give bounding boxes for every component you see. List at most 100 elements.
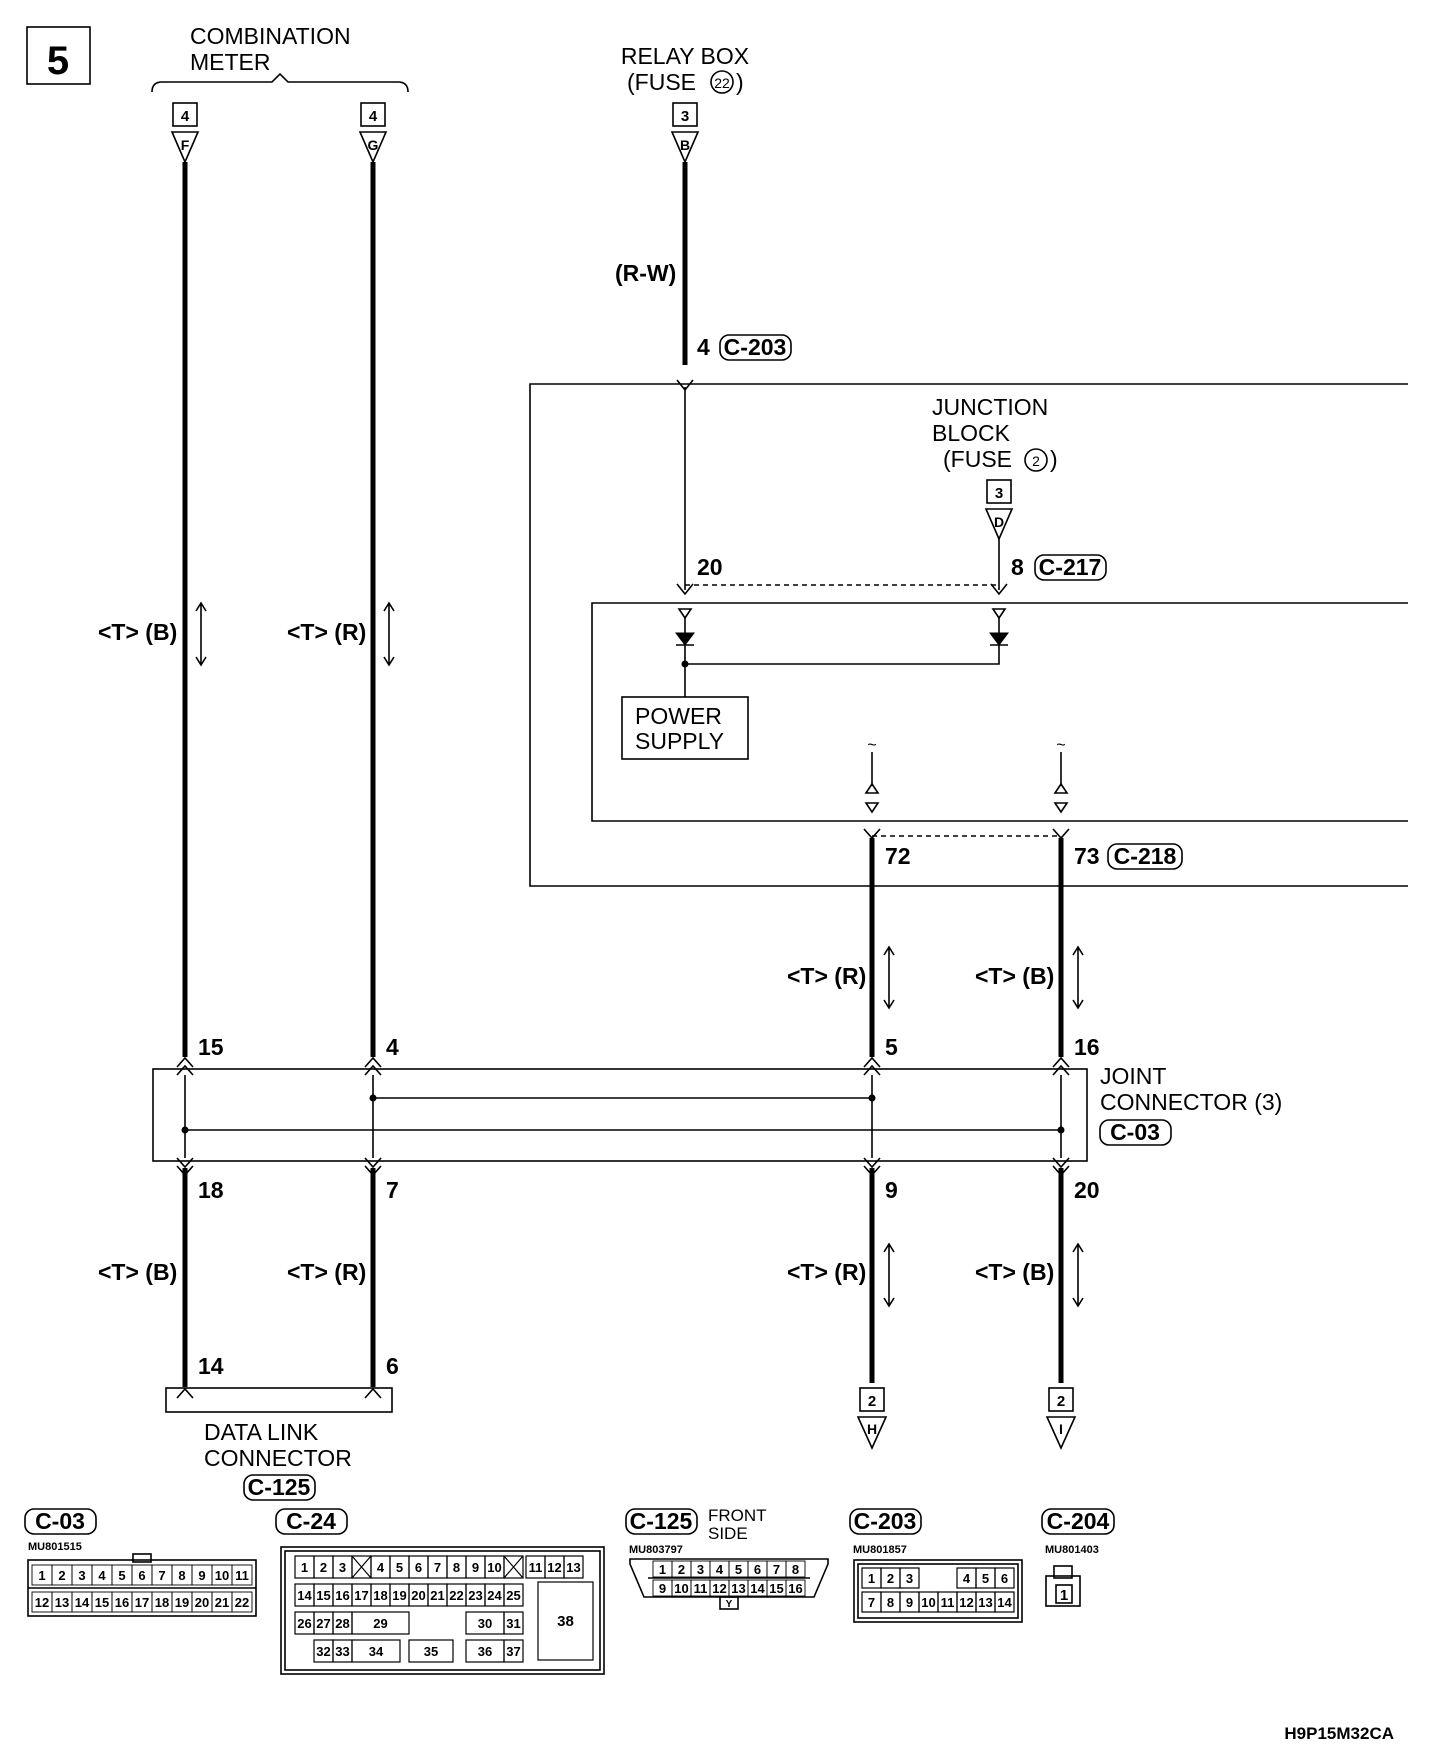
pin-number: 14: [750, 1581, 765, 1596]
pin-number: 8: [792, 1562, 799, 1577]
pin-number: 12: [959, 1595, 973, 1610]
ref-b-letter: B: [680, 137, 690, 153]
pin-number: 31: [506, 1616, 520, 1631]
junction-pin-73: 73: [1074, 843, 1100, 869]
pin-number: 2: [320, 1560, 327, 1575]
wire-label-1-upper: <T> (B): [98, 619, 177, 645]
ref-g-sheet: 4: [369, 108, 378, 125]
pin-number: 38: [557, 1613, 574, 1630]
pin-number: 8: [453, 1560, 460, 1575]
pin-number: 3: [78, 1568, 85, 1583]
connector-c-218-label: C-218: [1114, 843, 1177, 869]
wire-label-4-lower: <T> (B): [975, 1259, 1054, 1285]
pin-number: 9: [659, 1581, 666, 1596]
pin-number: 3: [697, 1562, 704, 1577]
pin-number: 11: [235, 1568, 249, 1583]
wire-label-3-upper: <T> (R): [787, 963, 866, 989]
ref-i-sheet: 2: [1057, 1393, 1065, 1410]
joint-pin-5: 5: [885, 1034, 898, 1060]
pin-number: 11: [694, 1581, 708, 1596]
pin-number: 19: [392, 1588, 406, 1603]
wire-label-1-lower: <T> (B): [98, 1259, 177, 1285]
pin-number: 26: [297, 1616, 311, 1631]
pin-number: 10: [921, 1595, 935, 1610]
pin-number: 13: [731, 1581, 745, 1596]
pin-number: 16: [115, 1595, 129, 1610]
pin-number: 17: [354, 1588, 368, 1603]
pin-number: 13: [55, 1595, 69, 1610]
pin-number: 35: [424, 1644, 438, 1659]
combination-meter-title-1: COMBINATION: [190, 23, 351, 49]
pin-number: 4: [716, 1562, 724, 1577]
relay-wire-color: (R-W): [615, 260, 676, 286]
pin-number: 3: [339, 1560, 346, 1575]
joint-pin-15: 15: [198, 1034, 224, 1060]
pin-number: 14: [75, 1595, 90, 1610]
wire-label-2-upper: <T> (R): [287, 619, 366, 645]
pin-number: 1: [868, 1571, 875, 1586]
pin-number: 28: [335, 1616, 349, 1631]
pin-number: 22: [235, 1595, 249, 1610]
pin-number: 3: [906, 1571, 913, 1586]
pin-number: 9: [906, 1595, 913, 1610]
pin-number: 4: [963, 1571, 971, 1586]
data-link-connector-box: [165, 1387, 393, 1413]
dlc-title-2: CONNECTOR: [204, 1445, 352, 1471]
junction-pin-8: 8: [1011, 554, 1024, 580]
joint-pin-16: 16: [1074, 1034, 1100, 1060]
connector-c-03-label: C-03: [1110, 1119, 1160, 1145]
pin-number: 6: [415, 1560, 422, 1575]
pin-number: 2: [678, 1562, 685, 1577]
dlc-pin-6: 6: [386, 1353, 399, 1379]
pin-number: 13: [566, 1560, 580, 1575]
pin-number: 8: [887, 1595, 894, 1610]
view-c-203-id: C-203: [854, 1508, 917, 1534]
pin-number: 6: [138, 1568, 145, 1583]
joint-connector-box: [152, 1068, 1088, 1162]
pin-number: 7: [773, 1562, 780, 1577]
pin-number: 7: [868, 1595, 875, 1610]
ref-h-sheet: 2: [868, 1393, 876, 1410]
view-c-125-side-2: SIDE: [708, 1524, 748, 1543]
ref-f-letter: F: [181, 137, 190, 153]
view-c-204-pin-1: 1: [1060, 1587, 1068, 1604]
pin-number: 6: [1001, 1571, 1008, 1586]
wire-label-2-lower: <T> (R): [287, 1259, 366, 1285]
relay-box-title: RELAY BOX: [621, 43, 749, 69]
pin-number: 9: [198, 1568, 205, 1583]
svg-text:~: ~: [867, 737, 876, 754]
pin-number: 17: [135, 1595, 149, 1610]
pin-number: 8: [178, 1568, 185, 1583]
pin-number: 5: [396, 1560, 403, 1575]
svg-text:): ): [736, 69, 744, 95]
joint-pin-20: 20: [1074, 1177, 1100, 1203]
pin-number: 7: [158, 1568, 165, 1583]
svg-text:): ): [1050, 446, 1058, 472]
pin-number: 24: [487, 1588, 502, 1603]
pin-number: 27: [316, 1616, 330, 1631]
view-c-203-part: MU801857: [853, 1544, 907, 1556]
junction-pin-72: 72: [885, 843, 911, 869]
pin-number: 11: [529, 1560, 543, 1575]
view-c-125-key: Y: [726, 1599, 733, 1610]
pin-number: 20: [195, 1595, 209, 1610]
junction-pin-20: 20: [697, 554, 723, 580]
pin-number: 10: [215, 1568, 229, 1583]
wire-label-3-lower: <T> (R): [787, 1259, 866, 1285]
junction-block-fuse-number: 2: [1032, 453, 1040, 469]
pin-number: 9: [472, 1560, 479, 1575]
pin-number: 32: [316, 1644, 330, 1659]
pin-number: 4: [377, 1560, 385, 1575]
pin-number: 18: [373, 1588, 387, 1603]
drawing-id: H9P15M32CA: [1284, 1724, 1394, 1743]
pin-number: 12: [712, 1581, 726, 1596]
dlc-title-1: DATA LINK: [204, 1419, 319, 1445]
view-c-03-part: MU801515: [28, 1541, 82, 1553]
pin-number: 5: [735, 1562, 742, 1577]
pin-number: 13: [978, 1595, 992, 1610]
relay-pin: 4: [697, 334, 710, 360]
view-c-125-side-1: FRONT: [708, 1506, 767, 1525]
